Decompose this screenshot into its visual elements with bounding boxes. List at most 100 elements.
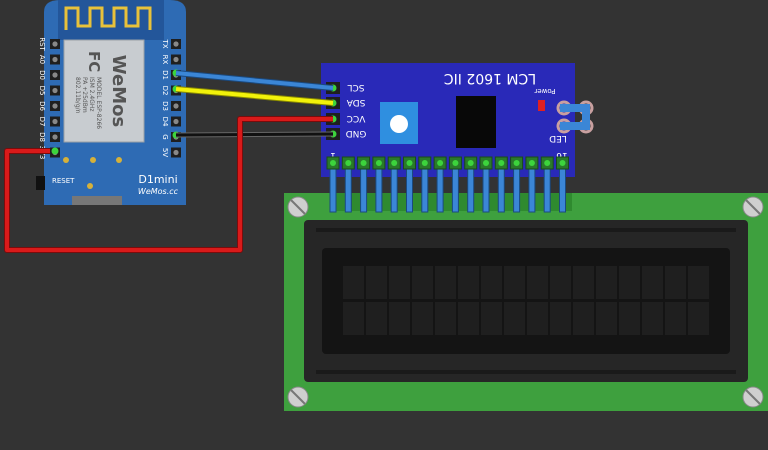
mounting-screw-icon (742, 196, 764, 218)
lcd-character-cell (389, 302, 410, 335)
mounting-screw-icon (287, 196, 309, 218)
board-name: D1mini (138, 173, 177, 186)
lcd-character-cell (642, 302, 663, 335)
i2c-pin-label-vcc: VCC (347, 113, 366, 123)
header-pin-leg (482, 165, 490, 213)
lcd-character-cell (481, 266, 502, 299)
board-pin-label-d1: D1 (161, 70, 169, 80)
usb-connector (72, 196, 122, 205)
lcd-character-cell (596, 266, 617, 299)
lcd-character-cell (412, 266, 433, 299)
board-pin-label-d5: D5 (38, 86, 46, 96)
header-pin-leg (344, 165, 352, 213)
board-pin-label-rx: RX (161, 55, 169, 65)
mounting-screw-icon (287, 386, 309, 408)
fcc-logo-icon: FC (85, 51, 103, 72)
i2c-backpack-module: LCM 1602 IIC Power LED SCL SDA VCC GND 1 16 (321, 63, 594, 213)
lcd-character-cell (550, 302, 571, 335)
i2c-16pin-header (326, 156, 569, 213)
header-pin-leg (421, 165, 429, 213)
lcd-character-cell (366, 266, 387, 299)
wire-black-g-gnd[interactable] (175, 131, 334, 138)
wire-blue-d1-scl[interactable] (175, 70, 334, 91)
lcd-character-cell (504, 302, 525, 335)
header-pin-leg (375, 165, 383, 213)
lcd-character-cell (642, 266, 663, 299)
lcd-character-cell (389, 266, 410, 299)
board-pin-label-rst: RST (38, 37, 46, 51)
power-label: Power (534, 87, 555, 95)
i2c-pin-labels: SCL SDA VCC GND (346, 82, 367, 138)
lcd-character-cell (366, 302, 387, 335)
svg-text:PA +25dBm: PA +25dBm (81, 77, 88, 113)
svg-text:802.11b/g/n: 802.11b/g/n (74, 77, 81, 114)
board-pin-label-g: G (161, 134, 169, 139)
i2c-chip (456, 96, 496, 148)
lcd-character-cell (412, 302, 433, 335)
pin-number-last: 16 (556, 150, 568, 160)
lcd-character-cell (435, 266, 456, 299)
lcd-character-grid (343, 266, 709, 335)
lcd-character-cell (435, 302, 456, 335)
lcd-character-cell (573, 302, 594, 335)
lcd-character-cell (688, 266, 709, 299)
module-brand: WeMos (108, 55, 129, 127)
board-pin-label-d8: D8 (38, 132, 46, 142)
lcd-character-cell (504, 266, 525, 299)
header-pin-leg (497, 165, 505, 213)
lcd-character-cell (619, 266, 640, 299)
lcd-character-cell (343, 302, 364, 335)
wire-red-3v3-vcc[interactable] (4, 116, 333, 253)
lcd-header-strip (330, 193, 572, 211)
antenna-trace (64, 6, 152, 30)
lcd-character-cell (573, 266, 594, 299)
svg-text:MODEL ESP-8266: MODEL ESP-8266 (95, 77, 102, 129)
wires (4, 70, 334, 253)
board-pin-label-d3: D3 (161, 101, 169, 111)
esp-module-shield (63, 39, 145, 143)
board-pin-label-d6: D6 (38, 101, 46, 111)
board-pin-label-d4: D4 (161, 117, 169, 127)
i2c-module-title: LCM 1602 IIC (444, 70, 536, 86)
lcd-character-cell (550, 266, 571, 299)
wire-yellow-d2-sda[interactable] (175, 86, 334, 106)
header-pin-leg (329, 165, 337, 213)
header-pin-leg (513, 165, 521, 213)
board-pin-label-5v: 5V (161, 148, 169, 157)
pin-number-first: 1 (330, 150, 336, 160)
i2c-pin-label-scl: SCL (347, 82, 364, 92)
led-label: LED (549, 133, 567, 143)
svg-text:ISM 2.4GHz: ISM 2.4GHz (88, 77, 95, 112)
lcd-glass (322, 248, 730, 354)
header-pin-leg (360, 165, 368, 213)
board-pin-label-d0: D0 (38, 70, 46, 80)
header-pin-leg (406, 165, 413, 213)
lcd-character-cell (596, 302, 617, 335)
connected-pin-indicator (51, 147, 59, 155)
reset-button[interactable] (36, 176, 45, 190)
header-pin-leg (528, 165, 536, 213)
lcd-character-cell (527, 266, 548, 299)
lcd-1602-display (284, 193, 768, 411)
potentiometer-knob-icon (390, 115, 408, 133)
lcd-character-cell (688, 302, 709, 335)
led-jumper (556, 100, 594, 134)
lcd-character-cell (527, 302, 548, 335)
power-led-icon (538, 100, 545, 111)
board-brand: WeMos.cc (138, 187, 179, 196)
board-pin-label-tx: TX (161, 38, 169, 48)
lcd-character-cell (458, 266, 479, 299)
header-pin-leg (436, 165, 444, 213)
header-pin-leg (467, 165, 475, 213)
i2c-pin-label-gnd: GND (346, 128, 367, 138)
header-pin-leg (451, 165, 459, 213)
i2c-pin-label-sda: SDA (346, 97, 365, 107)
lcd-character-cell (481, 302, 502, 335)
reset-label: RESET (52, 177, 75, 185)
wemos-d1-mini-board: WeMos FC MODEL ESP-8266 ISM 2.4GHz PA +2… (36, 0, 186, 205)
lcd-character-cell (665, 302, 686, 335)
board-pin-label-d2: D2 (161, 86, 169, 96)
lcd-character-cell (665, 266, 686, 299)
